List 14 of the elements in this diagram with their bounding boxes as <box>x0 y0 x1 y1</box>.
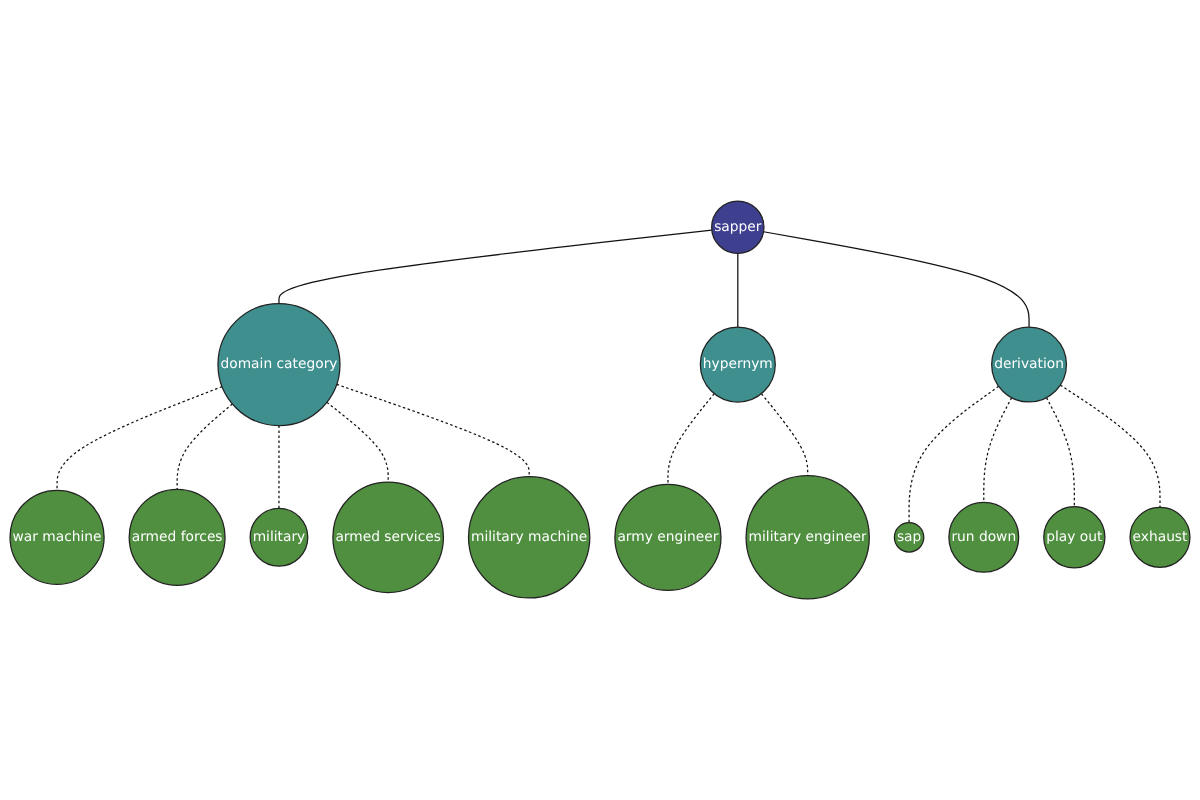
connector <box>176 403 233 490</box>
connector <box>336 383 530 478</box>
connector <box>667 393 715 485</box>
connector <box>908 385 1000 524</box>
connector <box>762 231 1030 328</box>
connector <box>278 229 713 305</box>
connector <box>278 424 280 510</box>
connector <box>760 393 809 477</box>
connector <box>737 252 739 328</box>
connector <box>1045 397 1075 508</box>
connector <box>56 386 223 491</box>
connector <box>983 397 1013 504</box>
connector <box>1059 384 1161 508</box>
connector <box>326 401 389 483</box>
